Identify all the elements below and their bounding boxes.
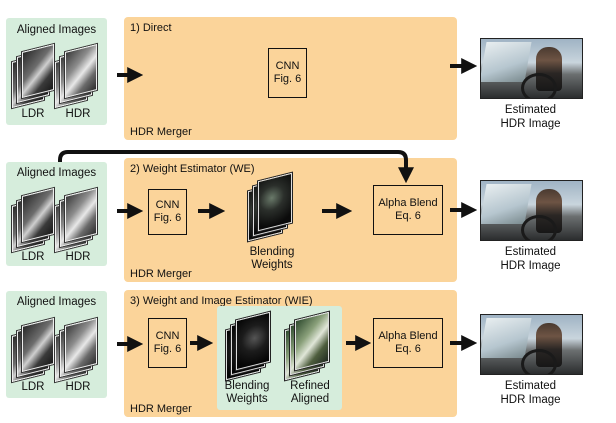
row3-hdr-label: HDR [65,381,91,393]
row3-cnn-box: CNN Fig. 6 [148,318,187,368]
row3-output-image [480,314,583,375]
row1-panel-title: 1) Direct [130,22,172,34]
row1-output-image [480,38,583,99]
row2-weights-line1: Blending [249,246,295,258]
row2-merger-label: HDR Merger [130,268,192,280]
row2-output-line2: HDR Image [500,260,561,272]
row1-cnn-line2: Fig. 6 [273,73,302,85]
row2-weights-line2: Weights [251,259,293,271]
row2-output-image [480,180,583,241]
row3-input-title: Aligned Images [16,296,97,308]
row1-hdr-label: HDR [65,108,91,120]
row3-panel-title: 3) Weight and Image Estimator (WIE) [130,295,313,307]
row1-merger-label: HDR Merger [130,126,192,138]
row3-merger-label: HDR Merger [130,403,192,415]
row3-weights-line2: Weights [226,393,268,405]
row2-input-title: Aligned Images [16,167,97,179]
row2-cnn-box: CNN Fig. 6 [148,189,187,235]
row3-alpha-blend-box: Alpha Blend Eq. 6 [373,318,443,368]
row1-ldr-label: LDR [21,108,45,120]
row1-output-line2: HDR Image [500,118,561,130]
row2-cnn-line2: Fig. 6 [153,212,182,224]
row2-output-line1: Estimated [504,246,557,258]
row3-refined-line1: Refined [290,380,330,392]
row3-refined-line2: Aligned [290,393,330,405]
row1-output-line1: Estimated [504,104,557,116]
row1-cnn-box: CNN Fig. 6 [268,48,307,98]
row1-cnn-line1: CNN [275,60,300,72]
row2-skip-connection-arrow [58,150,414,184]
row2-blend-line2: Eq. 6 [395,210,421,222]
row2-alpha-blend-box: Alpha Blend Eq. 6 [373,185,443,235]
row2-blend-line1: Alpha Blend [378,197,438,209]
row3-weights-line1: Blending [224,380,270,392]
row1-input-title: Aligned Images [16,24,97,36]
row3-output-line1: Estimated [504,380,557,392]
row2-panel-title: 2) Weight Estimator (WE) [130,163,255,175]
row3-cnn-line1: CNN [155,330,180,342]
row2-ldr-label: LDR [21,251,45,263]
row3-cnn-line2: Fig. 6 [153,343,182,355]
row3-blend-line2: Eq. 6 [395,343,421,355]
row3-blend-line1: Alpha Blend [378,330,438,342]
row3-ldr-label: LDR [21,381,45,393]
row3-output-line2: HDR Image [500,394,561,406]
row2-hdr-label: HDR [65,251,91,263]
row2-cnn-line1: CNN [155,199,180,211]
